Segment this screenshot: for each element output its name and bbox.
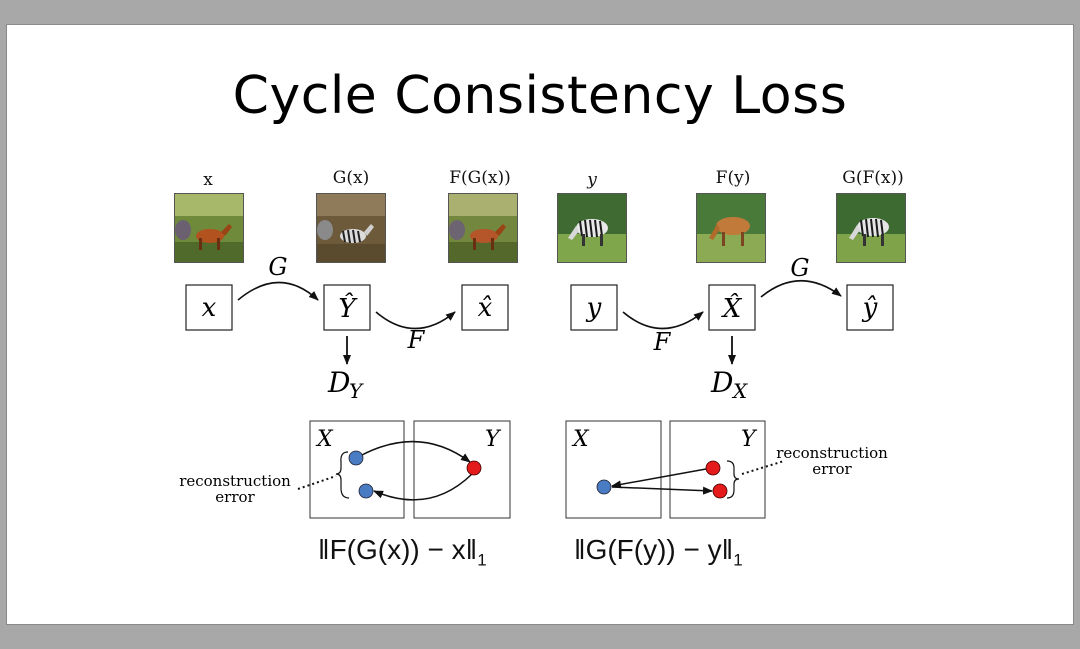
point-fy <box>596 479 612 495</box>
svg-text:x̂: x̂ <box>478 293 493 323</box>
mapping-f-right <box>611 468 707 489</box>
point-x <box>348 450 364 466</box>
point-x-reconstructed <box>358 483 374 499</box>
edge-g-left <box>237 281 319 301</box>
zebra-image-gfy <box>836 193 906 263</box>
node-x-hat: x̂ <box>461 284 509 331</box>
reconstruction-label-right-1: reconstruction <box>776 444 888 462</box>
caption-y: y <box>587 170 597 190</box>
domain-x-label-left: X <box>315 427 334 452</box>
horse-image-x <box>174 193 244 263</box>
discriminator-dx: D X <box>710 366 748 403</box>
error-brace-right <box>726 460 740 499</box>
edge-g-left-label: G <box>268 253 287 281</box>
caption-fy: F(y) <box>715 168 751 188</box>
zebra-image-gx <box>316 193 386 263</box>
domain-y-label-right: Y <box>741 427 758 452</box>
domain-x-panel-right <box>565 420 662 519</box>
error-dotted-left <box>297 475 337 490</box>
formula-backward-sub: 1 <box>733 550 743 570</box>
formula-backward-text: ‖G(F(y)) − y‖ <box>574 534 734 565</box>
formula-backward-cycle: ‖G(F(y)) − y‖1 <box>574 534 743 571</box>
domain-x-panel-left <box>309 420 405 519</box>
edge-g-right-label: G <box>790 254 809 282</box>
slide-title: Cycle Consistency Loss <box>232 66 848 126</box>
formula-forward-cycle: ‖F(G(x)) − x‖1 <box>318 534 487 571</box>
caption-x: x <box>203 170 213 190</box>
node-y: y <box>570 284 618 331</box>
svg-text:X̂: X̂ <box>721 293 743 324</box>
edge-f-right-label: F <box>653 328 672 356</box>
domain-y-label-left: Y <box>485 427 502 452</box>
svg-text:D: D <box>327 366 350 399</box>
svg-text:Ŷ: Ŷ <box>338 292 358 324</box>
mapping-g-right <box>611 486 713 495</box>
point-y-reconstructed <box>712 483 728 499</box>
horse-image-fy <box>696 193 766 263</box>
horse-image-fgx <box>448 193 518 263</box>
node-y-hat: Ŷ <box>323 284 371 331</box>
edge-f-right <box>622 311 704 330</box>
edge-g-right <box>760 279 842 298</box>
reconstruction-label-right-2: error <box>812 460 852 478</box>
edge-f-left-label: F <box>407 326 426 354</box>
slide <box>6 24 1074 625</box>
svg-text:x: x <box>202 293 217 323</box>
svg-text:Y: Y <box>349 379 364 403</box>
mapping-f-left <box>373 473 473 501</box>
caption-gx: G(x) <box>332 168 370 188</box>
svg-text:D: D <box>710 366 733 399</box>
error-dotted-right <box>741 460 785 475</box>
reconstruction-label-left-2: error <box>215 488 255 506</box>
reconstruction-label-left-1: reconstruction <box>179 472 291 490</box>
formula-forward-sub: 1 <box>477 550 487 570</box>
svg-text:X: X <box>731 379 748 403</box>
node-x: x <box>185 284 233 331</box>
domain-y-panel-left <box>413 420 511 519</box>
formula-forward-text: ‖F(G(x)) − x‖ <box>318 534 478 565</box>
node-x-hat-right: X̂ <box>708 284 756 331</box>
svg-text:ŷ: ŷ <box>862 293 878 323</box>
node-y-hat-right: ŷ <box>846 284 894 331</box>
point-gx <box>466 460 482 476</box>
mapping-g-left <box>361 440 471 463</box>
caption-gfx: G(F(x)) <box>842 168 904 188</box>
error-brace-left <box>335 451 350 499</box>
edge-f-left <box>375 311 456 330</box>
point-y <box>705 460 721 476</box>
domain-x-label-right: X <box>571 427 590 452</box>
discriminator-dy: D Y <box>327 366 364 403</box>
zebra-image-y <box>557 193 627 263</box>
caption-fgx: F(G(x)) <box>449 168 511 188</box>
svg-text:y: y <box>586 293 602 323</box>
